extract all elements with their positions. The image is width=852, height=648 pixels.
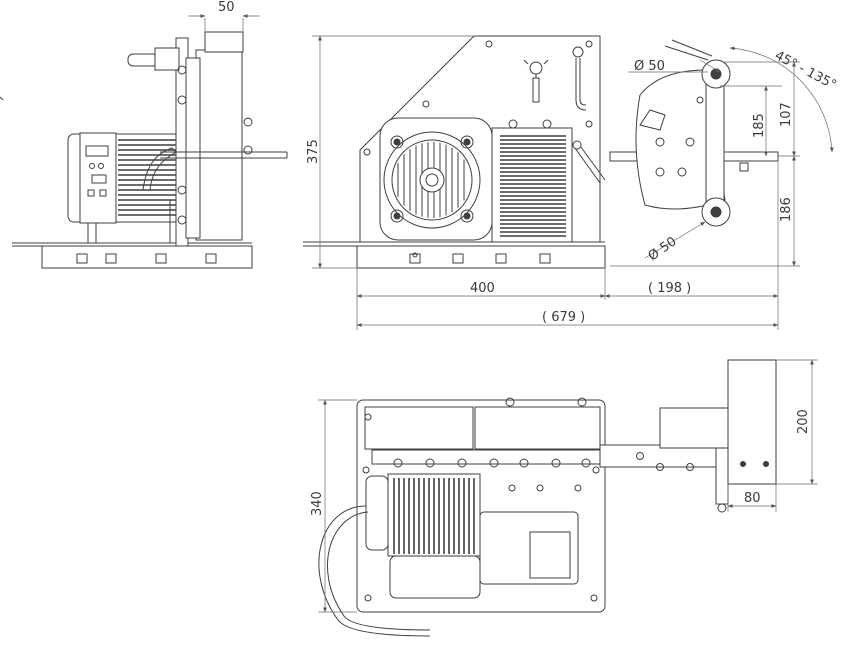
dim-arm-verticals: 185 107 186 [610,61,800,267]
dim-label-375: 375 [306,139,321,164]
dim-label-angle: 45° - 135° [772,48,838,93]
dim-label-185: 185 [752,113,767,138]
dim-label-dia-bottom: Ø 50 [646,234,680,264]
dim-side-top: 50 [188,0,260,32]
top-view: 340 200 80 [310,359,818,637]
gearbox-front [491,127,573,243]
left-side-view: 50 [12,0,288,269]
plate-holes [363,40,593,258]
dim-top-view: 340 200 80 [310,359,818,613]
dim-label-200: 200 [796,409,811,434]
dim-label-80: 80 [744,491,761,506]
front-view: 375 45° - 135° Ø 50 Ø 50 185 107 [303,35,839,330]
dim-label-186: 186 [779,197,794,222]
base-bolts-front [409,253,551,264]
dim-label-198: ( 198 ) [648,281,691,296]
control-box [79,132,117,224]
base-bolts-side [76,253,217,264]
motor-top [365,473,579,599]
tension-knob [523,46,587,111]
dim-label-679: ( 679 ) [542,310,585,325]
dim-label-400: 400 [470,281,495,296]
belt-arm [609,39,779,227]
motor-front [379,117,493,241]
dim-label-107: 107 [779,102,794,127]
plate-bolts-top [362,397,727,602]
dim-label-340: 340 [310,491,325,516]
dim-label-50: 50 [218,0,235,15]
dim-wheel-bottom: Ø 50 [644,221,706,264]
dim-wheel-top: Ø 50 [628,59,721,74]
dim-label-dia-top: Ø 50 [634,59,665,74]
power-cord [318,505,431,637]
dim-front-height: 375 [306,35,474,269]
dim-angle: 45° - 135° [729,46,839,153]
belt-plate [727,359,777,485]
dim-horizontals: 400 ( 198 ) ( 679 ) [356,162,779,330]
